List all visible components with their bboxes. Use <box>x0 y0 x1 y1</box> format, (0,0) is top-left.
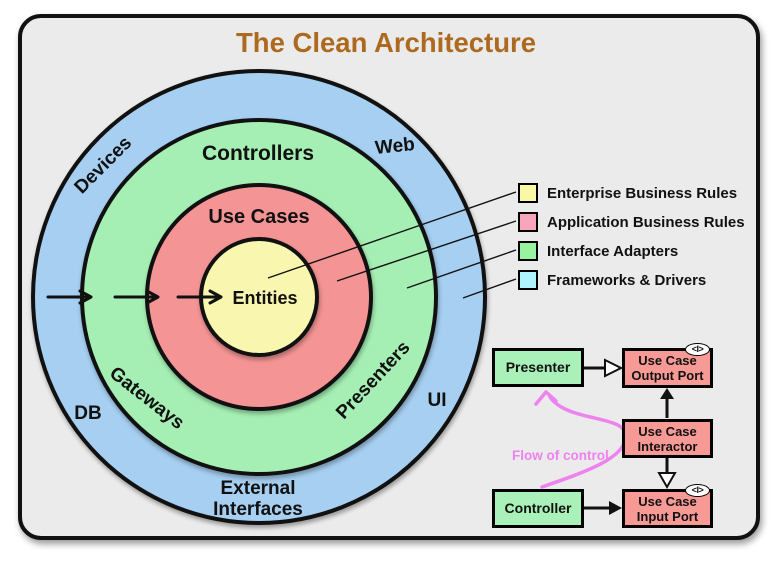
interface-badge-output-port: <I> <box>685 343 710 356</box>
connector-entities-to-legend <box>267 191 517 279</box>
ring-label-ui: UI <box>428 390 447 411</box>
solid-arrowhead-input-port <box>609 501 622 515</box>
legend-item-application: Application Business Rules <box>518 212 745 232</box>
inward-arrow-1 <box>46 289 93 305</box>
controller-box-label: Controller <box>504 500 572 516</box>
ring-label-web: Web <box>374 134 416 159</box>
ring-label-entities: Entities <box>232 288 297 308</box>
flow-of-control-arrow <box>534 390 628 489</box>
ring-label-external: External <box>221 478 296 499</box>
flow-of-control-label: Flow of control <box>512 448 609 463</box>
controller-box: Controller <box>492 489 584 528</box>
inward-arrow-2 <box>113 289 160 305</box>
legend-swatch-application <box>518 212 538 232</box>
legend-item-frameworks: Frameworks & Drivers <box>518 270 706 290</box>
inward-dependency-arrows <box>46 289 223 305</box>
open-arrowhead-output-port <box>604 358 624 378</box>
ring-label-use-cases: Use Cases <box>208 206 309 228</box>
inward-arrow-3 <box>176 289 223 305</box>
flow-diagram-arrows <box>584 358 677 515</box>
flow-of-control-arrowhead <box>534 390 558 406</box>
connector-use-cases-to-legend <box>336 220 517 282</box>
legend-swatch-enterprise <box>518 183 538 203</box>
legend: Enterprise Business Rules Application Bu… <box>518 183 758 293</box>
solid-arrowhead-up <box>660 388 674 399</box>
open-arrowhead-down <box>657 472 677 490</box>
ring-label-interfaces: Interfaces <box>213 499 303 520</box>
legend-swatch-adapters <box>518 241 538 261</box>
legend-label-frameworks: Frameworks & Drivers <box>547 271 707 289</box>
ring-label-db: DB <box>74 403 101 424</box>
legend-item-adapters: Interface Adapters <box>518 241 678 261</box>
legend-swatch-frameworks <box>518 270 538 290</box>
diagram-title: The Clean Architecture <box>235 27 537 58</box>
ring-label-controllers: Controllers <box>202 142 314 165</box>
connector-adapters-to-legend <box>406 249 517 289</box>
legend-label-application: Application Business Rules <box>547 213 745 231</box>
flow-of-control-curve <box>540 395 628 489</box>
presenter-box: Presenter <box>492 348 584 387</box>
legend-label-enterprise: Enterprise Business Rules <box>547 184 738 202</box>
connector-frameworks-to-legend <box>462 278 517 299</box>
legend-item-enterprise: Enterprise Business Rules <box>518 183 737 203</box>
legend-label-adapters: Interface Adapters <box>547 242 679 260</box>
presenter-box-label: Presenter <box>505 359 571 375</box>
legend-connector-lines <box>267 191 517 299</box>
interface-badge-input-port: <I> <box>685 484 710 497</box>
